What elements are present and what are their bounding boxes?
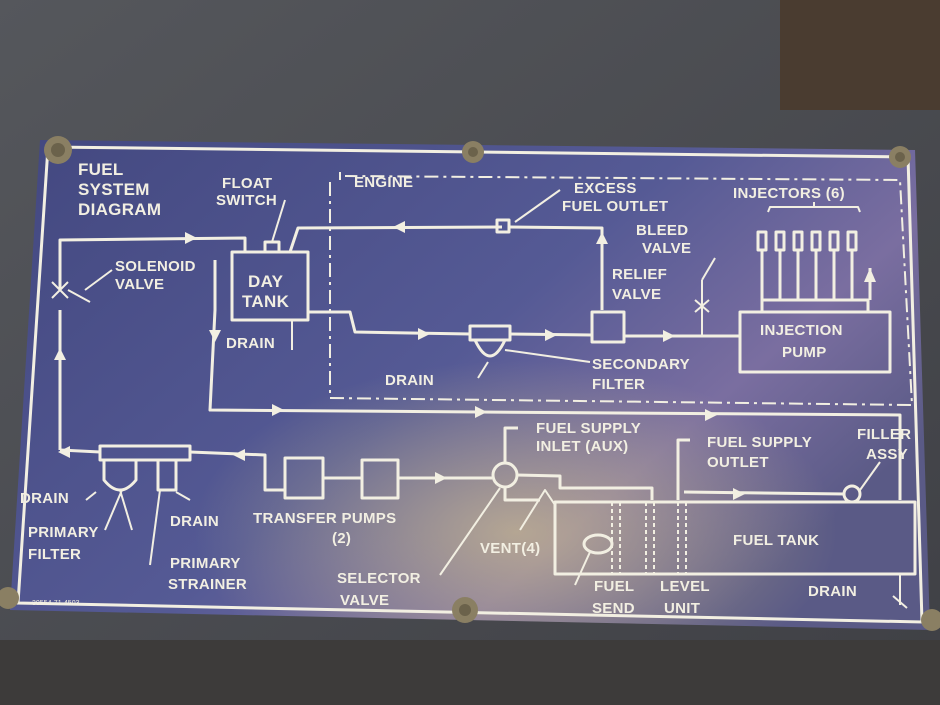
fuel-send-leader: [574, 551, 591, 586]
secondary-filter-leader: [504, 349, 591, 363]
fuel-tank-drain-icon: [892, 574, 908, 609]
primary-strainer-leader: [149, 489, 161, 566]
light-glare: [10, 140, 930, 630]
pipe-return-bottom: [208, 260, 902, 500]
fuel-tank-label: FUEL TANK: [733, 532, 820, 549]
screw-icon: [462, 141, 484, 163]
screw-icon: [452, 597, 478, 623]
screw-icon: [0, 587, 19, 609]
pipe-aux-inlet: [503, 426, 518, 463]
bleed-valve-leader: [701, 257, 716, 281]
injectors-label: INJECTORS (6): [733, 185, 845, 202]
solenoid-valve-icon: [51, 281, 91, 303]
filler-assy-label-1: FILLER: [857, 426, 912, 443]
vent-leader: [519, 489, 556, 531]
relief-valve-label-1: RELIEF: [612, 266, 668, 283]
filler-leader: [859, 461, 881, 491]
bracket: [780, 0, 940, 110]
solenoid-valve-label-1: SOLENOID: [115, 258, 196, 275]
primary-filter-label-2: FILTER: [28, 546, 82, 563]
part-number: 30554-71-4503: [32, 600, 80, 607]
excess-fuel-outlet-label-2: FUEL OUTLET: [562, 198, 669, 215]
fuel-supply-inlet-label-1: FUEL SUPPLY: [536, 420, 641, 437]
day-tank-label-2: TANK: [242, 292, 290, 311]
secondary-drain-label: DRAIN: [385, 372, 434, 389]
injectors-bracket: [767, 202, 861, 213]
bleed-valve-label-2: VALVE: [642, 240, 692, 257]
fuel-tank-drain-label: DRAIN: [808, 583, 857, 600]
primary-strainer-label-2: STRAINER: [168, 576, 248, 593]
excess-fuel-leader: [514, 189, 561, 223]
diagram-title-line3: DIAGRAM: [78, 200, 162, 219]
relief-valve-label-2: VALVE: [612, 286, 662, 303]
drain-valve-icons: [85, 491, 191, 501]
primary-filter-label-1: PRIMARY: [28, 524, 99, 541]
primary-filter-head-icon: [98, 444, 192, 462]
fuel-supply-inlet-label-2: INLET (AUX): [536, 438, 629, 455]
level-unit-label-2: UNIT: [664, 600, 701, 617]
injection-pump-box: [738, 310, 892, 374]
excess-fuel-outlet-label-1: EXCESS: [574, 180, 637, 197]
fuel-supply-outlet-label-2: OUTLET: [707, 454, 769, 471]
engine-label: ENGINE: [354, 174, 414, 191]
pipe-fuel-supply-outlet: [676, 438, 690, 500]
pipe-selector-down: [503, 487, 540, 502]
float-switch-label-2: SWITCH: [216, 192, 277, 209]
screw-icon: [44, 136, 72, 164]
secondary-filter-bowl-icon: [473, 339, 507, 358]
pipe-solenoid-to-daytank: [58, 236, 247, 290]
float-switch-label-1: FLOAT: [222, 175, 273, 192]
fuel-send-float-icon: [582, 533, 614, 555]
housing-bottom: [0, 640, 940, 705]
day-tank-label-1: DAY: [248, 272, 284, 291]
diagram-title-line1: FUEL: [78, 160, 124, 179]
fuel-send-label-1: FUEL: [594, 578, 635, 595]
bleed-valve-icon: [694, 280, 710, 336]
level-unit-label-1: LEVEL: [660, 578, 710, 595]
diagram-title-line2: SYSTEM: [78, 180, 150, 199]
primary-strainer-drain-label: DRAIN: [170, 513, 219, 530]
pipe-to-filler: [683, 490, 846, 496]
solenoid-valve-label-2: VALVE: [115, 276, 165, 293]
injection-pump-label-1: INJECTION: [760, 322, 843, 339]
pipe-excess-return: [288, 225, 503, 253]
screw-icon: [921, 609, 940, 631]
fuel-send-label-2: SEND: [592, 600, 635, 617]
engine-boundary: [329, 172, 913, 406]
fuel-tank-box: [553, 500, 917, 576]
screw-icon: [889, 146, 911, 168]
transfer-pumps-label-2: (2): [332, 530, 352, 547]
vent-label: VENT(4): [480, 540, 541, 557]
selector-valve-leader: [439, 487, 501, 576]
day-tank-box: [230, 250, 310, 322]
secondary-filter-label-1: SECONDARY: [592, 356, 690, 373]
selector-valve-label-1: SELECTOR: [337, 570, 421, 587]
pipe-excess-to-relief: [508, 225, 604, 310]
injection-pump-label-2: PUMP: [782, 344, 827, 361]
pipe-daytank-to-secfilter: [308, 310, 471, 336]
transfer-pumps-label-1: TRANSFER PUMPS: [253, 510, 397, 527]
secondary-filter-head-icon: [468, 324, 512, 342]
relief-valve-icon: [590, 310, 626, 344]
primary-filter-drain-label: DRAIN: [20, 490, 69, 507]
primary-strainer-icon: [156, 458, 178, 492]
primary-strainer-label-1: PRIMARY: [170, 555, 241, 572]
day-tank-drain-label: DRAIN: [226, 335, 275, 352]
excess-fuel-outlet-icon: [495, 218, 511, 234]
secondary-drain-leader: [477, 361, 489, 379]
pipe-selector-to-tank: [516, 473, 654, 500]
flow-arrow-icons: [54, 221, 876, 500]
secondary-filter-label-2: FILTER: [592, 376, 646, 393]
filler-assy-label-2: ASSY: [866, 446, 909, 463]
bleed-valve-label-1: BLEED: [636, 222, 689, 239]
primary-filter-leader: [104, 489, 133, 531]
injector-icons: [756, 230, 858, 300]
fuel-supply-outlet-label-1: FUEL SUPPLY: [707, 434, 812, 451]
fuel-tank-standpipes: [611, 502, 687, 574]
solenoid-leader: [84, 269, 113, 291]
float-switch-leader: [271, 199, 286, 243]
selector-valve-label-2: VALVE: [340, 592, 390, 609]
